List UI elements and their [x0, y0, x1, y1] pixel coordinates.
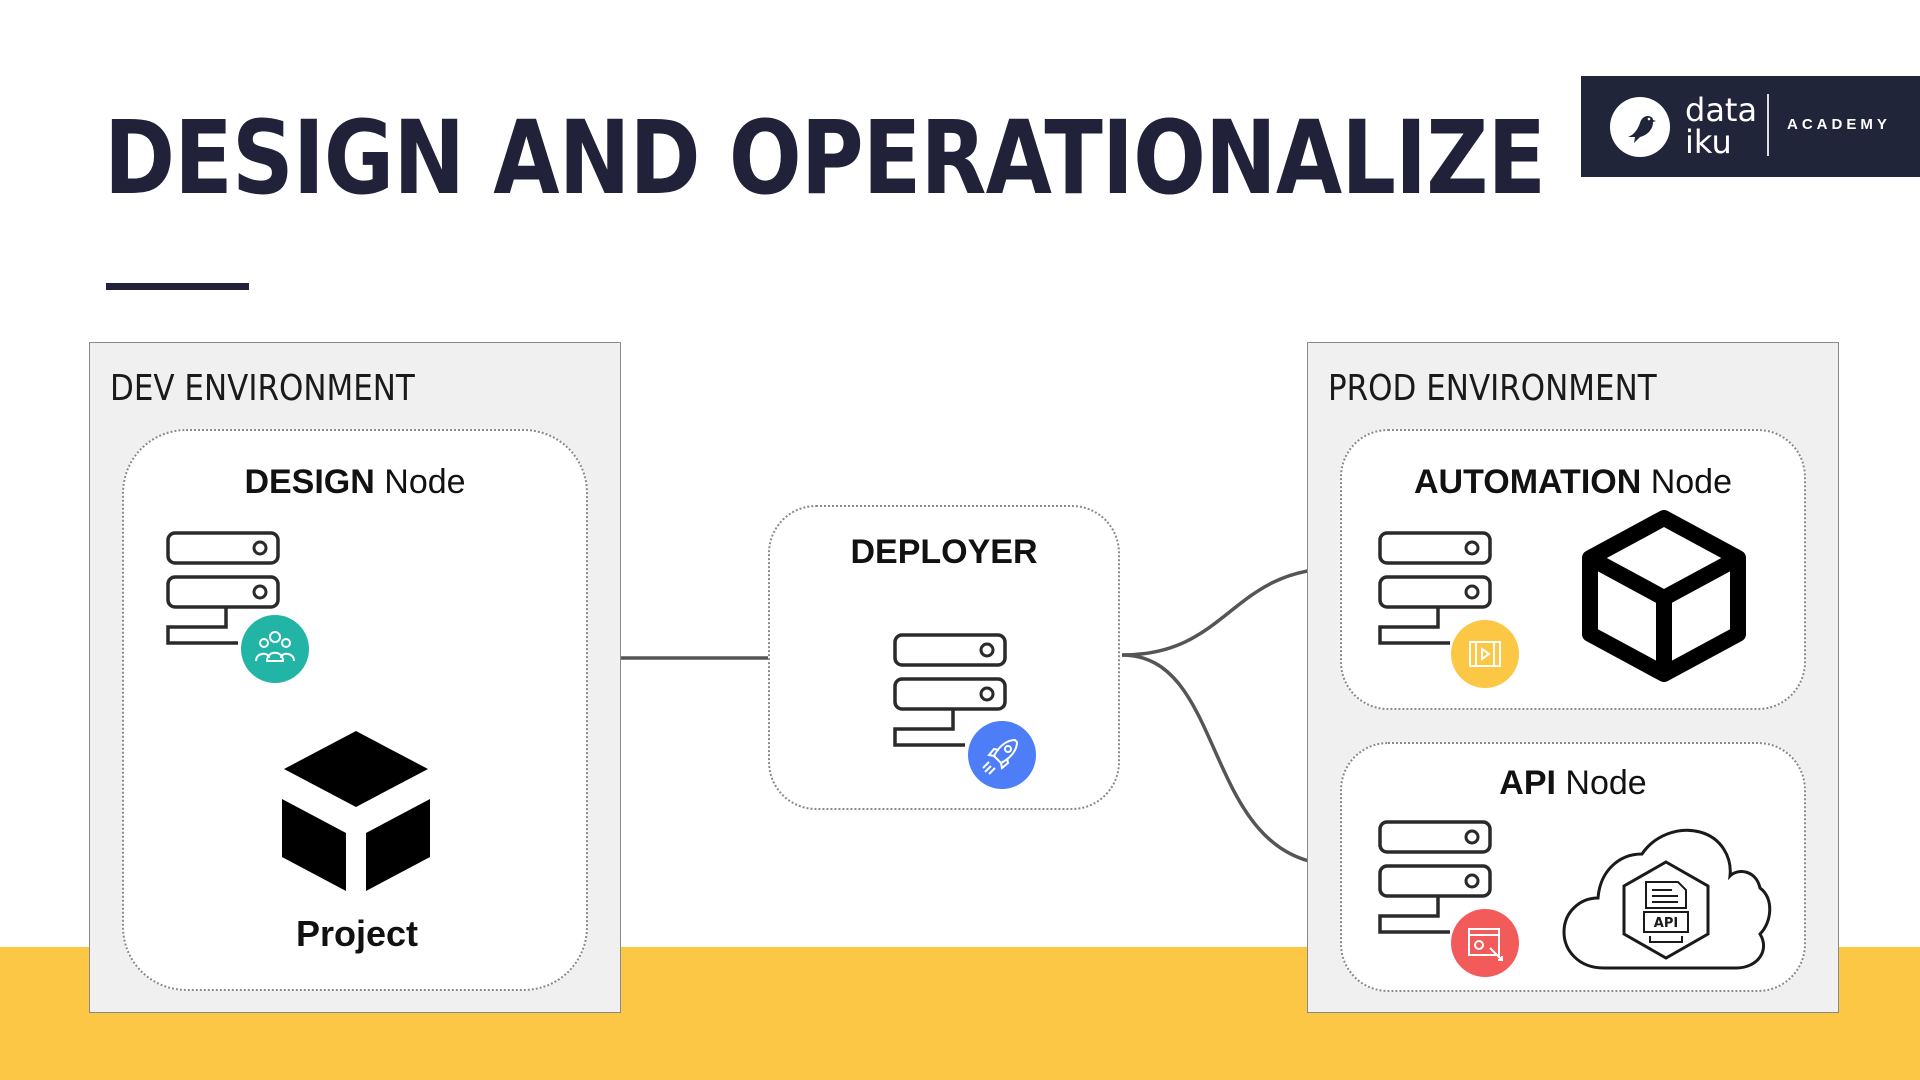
design-node-title-rest: Node	[374, 463, 466, 501]
design-node-title-bold: DESIGN	[244, 463, 375, 501]
api-node-title-bold: API	[1499, 764, 1556, 802]
deployer-card[interactable]: DEPLOYER	[768, 505, 1120, 810]
logo-word-iku: iku	[1685, 123, 1732, 161]
server-rack-icon	[1378, 820, 1492, 934]
project-label: Project	[295, 913, 419, 954]
server-rack-icon	[166, 531, 280, 645]
logo-word-data: data	[1685, 91, 1758, 129]
api-service-icon	[1451, 909, 1519, 977]
automation-node-title-rest: Node	[1641, 463, 1732, 501]
automation-node-title: AUTOMATION Node	[1342, 463, 1804, 502]
automation-node-title-bold: AUTOMATION	[1413, 463, 1642, 501]
cloud-api-icon: API	[1562, 828, 1772, 970]
logo-separator	[1767, 94, 1769, 156]
title-underline	[106, 283, 249, 290]
api-node-title-rest: Node	[1555, 764, 1647, 802]
api-node-title: API Node	[1342, 764, 1804, 803]
dataiku-academy-logo: data iku ACADEMY	[1581, 76, 1920, 177]
deployer-to-automation-line	[1121, 566, 1341, 657]
cloud-api-label: API	[1654, 916, 1678, 931]
automation-node-card[interactable]: AUTOMATION Node	[1340, 429, 1806, 710]
api-node-card[interactable]: API Node API	[1340, 742, 1806, 992]
prod-environment-label: PROD ENVIRONMENT	[1328, 368, 1657, 409]
scenario-film-icon	[1451, 620, 1519, 688]
deployer-title: DEPLOYER	[850, 533, 1038, 571]
logo-academy-text: ACADEMY	[1787, 116, 1891, 133]
server-rack-icon	[1378, 531, 1492, 645]
design-node-title: DESIGN Node	[124, 463, 586, 502]
dev-environment-label: DEV ENVIRONMENT	[110, 368, 415, 409]
server-rack-icon	[893, 633, 1007, 747]
deployer-to-api-line	[1121, 653, 1341, 867]
design-node-card[interactable]: DESIGN Node Project	[122, 429, 588, 991]
project-cube-icon	[282, 731, 430, 891]
users-group-icon	[241, 615, 309, 683]
automation-bundle-cube-icon	[1582, 510, 1746, 682]
page-title: DESIGN AND OPERATIONALIZE	[104, 99, 1546, 218]
bird-logo-icon	[1610, 97, 1670, 157]
rocket-icon	[968, 721, 1036, 789]
